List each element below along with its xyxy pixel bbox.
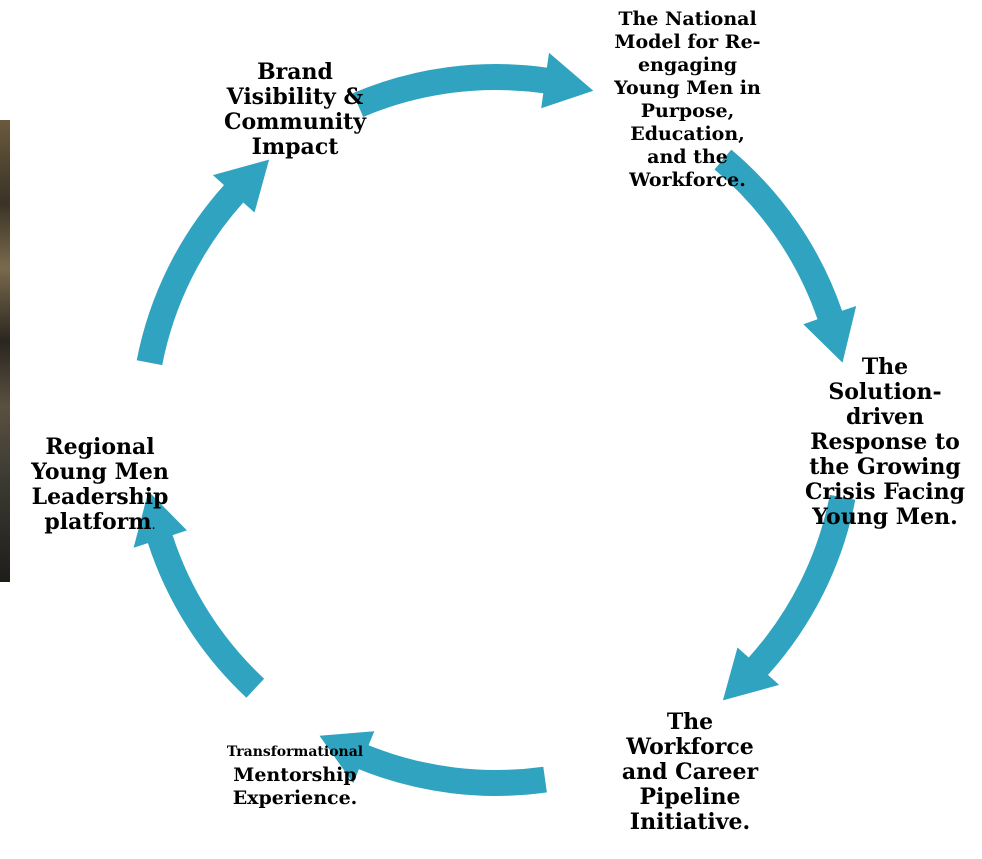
node-mentorship-first-word: Transformational xyxy=(226,744,364,760)
node-national-model: The National Model for Re- engaging Youn… xyxy=(614,8,761,191)
arrow-upper-right xyxy=(714,149,857,363)
arrow-top xyxy=(353,52,594,118)
arrow-bottom xyxy=(319,731,547,796)
node-solution-driven: The Solution- driven Response to the Gro… xyxy=(804,354,966,530)
arrow-lower-left xyxy=(133,491,265,698)
node-regional-leadership-period: . xyxy=(151,518,156,533)
node-brand-visibility: Brand Visibility & Community Impact xyxy=(223,59,367,160)
node-regional-leadership-text: Regional Young Men Leadership platform xyxy=(31,434,169,535)
arrow-lower-right xyxy=(722,494,856,701)
arrow-upper-left xyxy=(136,159,270,366)
node-regional-leadership: Regional Young Men Leadership platform. xyxy=(0,410,200,538)
node-mentorship-experience: Mentorship Experience. xyxy=(232,764,358,809)
cropped-photo-edge xyxy=(0,120,10,582)
node-workforce-pipeline: The Workforce and Career Pipeline Initia… xyxy=(621,709,759,835)
